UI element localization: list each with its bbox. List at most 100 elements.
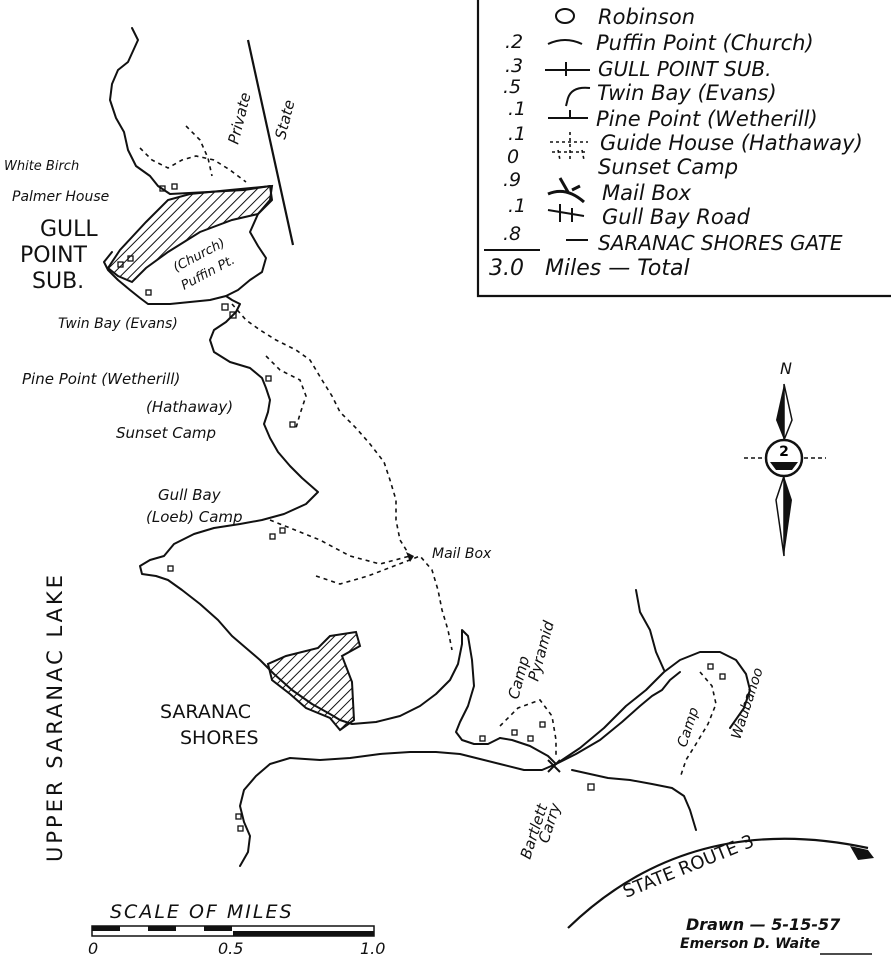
legend-dist: .8 bbox=[503, 223, 521, 245]
sunset-camp-symbol-icon bbox=[552, 149, 588, 161]
building bbox=[167, 565, 174, 572]
building bbox=[127, 255, 134, 262]
building bbox=[171, 183, 178, 190]
scale-bar-segment bbox=[92, 926, 120, 931]
compass-north-arrow-outline-icon bbox=[783, 383, 793, 441]
building bbox=[159, 185, 166, 192]
legend-label: Twin Bay (Evans) bbox=[597, 81, 777, 105]
legend-dist: .1 bbox=[508, 123, 526, 145]
scale-tick-label: 1.0 bbox=[360, 939, 385, 958]
puffin-point-symbol-icon bbox=[547, 39, 583, 45]
legend-label: Gull Bay Road bbox=[602, 205, 751, 229]
building bbox=[539, 721, 546, 728]
saranac-label: SARANAC bbox=[160, 701, 251, 723]
legend-label: SARANAC SHORES GATE bbox=[598, 231, 843, 255]
building bbox=[289, 421, 296, 428]
legend-dist: 0 bbox=[507, 146, 519, 168]
twin-bay-label: Twin Bay (Evans) bbox=[58, 316, 178, 332]
river-south-bank bbox=[555, 671, 681, 765]
building bbox=[707, 663, 714, 670]
shoreline-gull-point bbox=[103, 185, 273, 305]
route-3-road bbox=[567, 837, 869, 929]
building bbox=[279, 527, 286, 534]
scale-tick-label: 0.5 bbox=[218, 939, 243, 958]
drawn-date: Drawn — 5-15-57 bbox=[686, 915, 841, 934]
robinson-symbol-icon bbox=[555, 8, 575, 24]
private-label: Private bbox=[224, 91, 254, 146]
stream-north bbox=[635, 589, 665, 671]
shoreline-east bbox=[139, 295, 501, 745]
scale-of-miles: SCALE OF MILES 0 0.5 1.0 bbox=[88, 901, 385, 958]
building bbox=[221, 303, 229, 311]
building bbox=[479, 735, 486, 742]
trail-main bbox=[231, 303, 411, 557]
mail-box-label: Mail Box bbox=[432, 546, 492, 562]
compass-south-arrow-icon bbox=[775, 475, 785, 557]
shoreline-north-west bbox=[109, 27, 271, 195]
legend-total-label: Miles — Total bbox=[545, 256, 690, 281]
compass-south-arrow-fill-icon bbox=[784, 476, 792, 556]
legend-dist: .9 bbox=[503, 169, 521, 191]
white-birch-label: White Birch bbox=[4, 159, 79, 174]
author-signature: Emerson D. Waite bbox=[680, 936, 820, 952]
boundary-line bbox=[246, 39, 295, 246]
gull-bay-label: Gull Bay bbox=[158, 486, 222, 504]
compass-north-label: N bbox=[780, 359, 792, 378]
building bbox=[587, 783, 595, 791]
scale-tick-label: 0 bbox=[88, 939, 98, 958]
scale-bar-segment bbox=[233, 931, 374, 936]
shoreline-south bbox=[239, 737, 557, 867]
legend-dist: .1 bbox=[508, 195, 526, 217]
state-route-3: STATE ROUTE 3 bbox=[567, 831, 874, 929]
point-label: POINT bbox=[20, 243, 88, 268]
river-north-bank bbox=[555, 651, 751, 765]
compass-rose: N 2 bbox=[744, 359, 826, 557]
sunset-camp-label: Sunset Camp bbox=[116, 424, 216, 442]
compass-boat-icon bbox=[770, 462, 798, 470]
road-to-route bbox=[571, 769, 697, 831]
gull-label: GULL bbox=[40, 217, 98, 242]
pyramid-label: Pyramid bbox=[524, 618, 557, 683]
shoreline bbox=[103, 27, 751, 867]
legend-label: Sunset Camp bbox=[598, 155, 738, 179]
trail-pyramid-camp bbox=[499, 699, 557, 756]
route-3-label: STATE ROUTE 3 bbox=[620, 831, 757, 903]
mailbox-symbol-icon bbox=[547, 177, 585, 204]
building bbox=[117, 261, 124, 268]
gate-marker-icon bbox=[547, 759, 561, 773]
legend-label: GULL POINT SUB. bbox=[598, 57, 771, 81]
gull-bay-road-symbol-icon bbox=[547, 204, 585, 222]
buildings bbox=[117, 183, 726, 832]
building bbox=[719, 673, 726, 680]
legend-dist: .1 bbox=[508, 98, 526, 120]
legend-dist: .2 bbox=[505, 31, 523, 53]
state-label: State bbox=[271, 98, 298, 141]
sub-label: SUB. bbox=[32, 269, 84, 294]
waubanoo-label: Waubanoo bbox=[729, 666, 767, 741]
trail-gull-bay bbox=[269, 519, 411, 565]
building bbox=[229, 311, 237, 319]
trail-north bbox=[185, 125, 213, 177]
route-3-end-icon bbox=[850, 846, 874, 860]
scale-bar-segment bbox=[148, 926, 176, 931]
trail-palmer bbox=[139, 147, 247, 183]
building bbox=[237, 825, 244, 832]
mailbox-marker-icon bbox=[406, 552, 414, 562]
trail-pine-point bbox=[265, 355, 307, 429]
palmer-house-label: Palmer House bbox=[12, 189, 109, 205]
legend-dist: .3 bbox=[505, 55, 523, 77]
building bbox=[269, 533, 276, 540]
scale-bar-segment bbox=[204, 926, 232, 931]
trail-camp-waubanoo bbox=[679, 671, 717, 779]
drawn-credit: Drawn — 5-15-57 Emerson D. Waite bbox=[680, 915, 872, 955]
building bbox=[511, 729, 518, 736]
legend-label: Puffin Point (Church) bbox=[596, 31, 814, 55]
compass-north-arrow-icon bbox=[776, 384, 784, 440]
pine-point-symbol-icon bbox=[548, 110, 588, 119]
scale-title: SCALE OF MILES bbox=[110, 901, 294, 923]
building bbox=[527, 735, 534, 742]
guide-house-symbol-icon bbox=[550, 132, 588, 160]
gull-point-symbol-icon bbox=[545, 62, 590, 76]
